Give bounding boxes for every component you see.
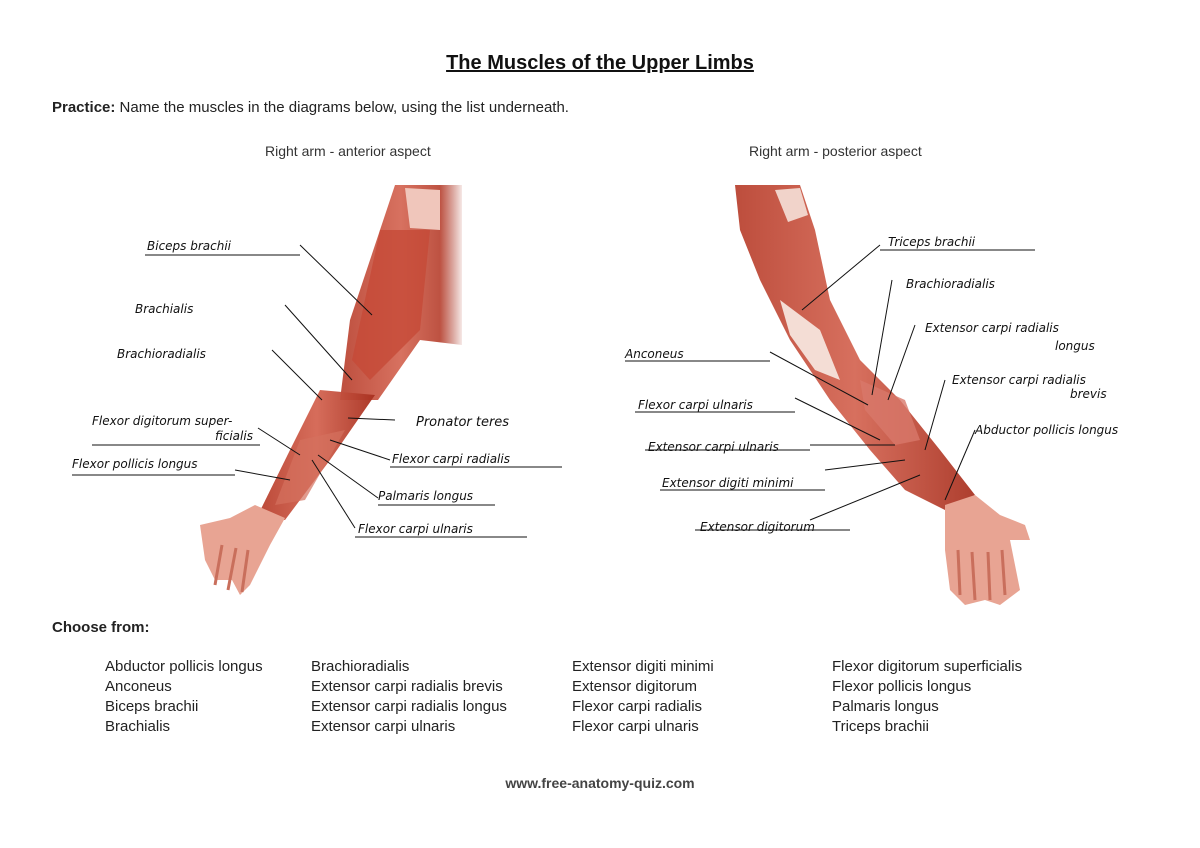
post-label-ecu: Extensor carpi ulnaris xyxy=(648,440,779,454)
list-item: Palmaris longus xyxy=(832,698,939,715)
list-item: Brachialis xyxy=(105,718,171,735)
post-label-brachioradialis: Brachioradialis xyxy=(906,277,995,291)
posterior-caption: Right arm - posterior aspect xyxy=(749,143,922,159)
post-label-edm: Extensor digiti minimi xyxy=(662,476,794,490)
practice-text: Name the muscles in the diagrams below, … xyxy=(119,99,569,116)
ant-label-palmaris: Palmaris longus xyxy=(378,489,473,503)
post-label-ecrl-1: Extensor carpi radialis xyxy=(925,321,1059,335)
ant-label-fds-2: ficialis xyxy=(215,429,253,443)
post-label-fcu: Flexor carpi ulnaris xyxy=(638,398,753,412)
anterior-leader-lines xyxy=(72,244,562,538)
choose-column-1: Abductor pollicis longus Anconeus Biceps… xyxy=(105,657,263,737)
page-title: The Muscles of the Upper Limbs xyxy=(446,52,754,74)
ant-label-brachialis: Brachialis xyxy=(135,302,193,316)
ant-label-fcr: Flexor carpi radialis xyxy=(392,452,510,466)
list-item: Flexor carpi ulnaris xyxy=(572,718,699,735)
post-label-triceps: Triceps brachii xyxy=(888,235,976,249)
choose-column-4: Flexor digitorum superficialis Flexor po… xyxy=(832,657,1022,737)
list-item: Flexor carpi radialis xyxy=(572,698,703,715)
list-item: Flexor digitorum superficialis xyxy=(832,658,1023,675)
list-item: Anconeus xyxy=(105,678,172,695)
anterior-labels: Biceps brachii Brachialis Brachioradiali… xyxy=(72,239,510,536)
post-label-ed: Extensor digitorum xyxy=(700,520,815,534)
post-label-ecrb-1: Extensor carpi radialis xyxy=(952,373,1086,387)
choose-from-heading: Choose from: xyxy=(52,619,150,636)
ant-label-biceps: Biceps brachii xyxy=(147,239,232,253)
list-item: Brachioradialis xyxy=(311,658,410,675)
list-item: Abductor pollicis longus xyxy=(105,658,263,675)
choose-column-2: Brachioradialis Extensor carpi radialis … xyxy=(311,657,507,737)
posterior-labels: Triceps brachii Brachioradialis Extensor… xyxy=(624,235,1118,534)
footer-url: www.free-anatomy-quiz.com xyxy=(505,775,695,791)
anterior-caption: Right arm - anterior aspect xyxy=(265,143,431,159)
ant-label-fds-1: Flexor digitorum super- xyxy=(92,414,232,428)
list-item: Extensor carpi radialis longus xyxy=(311,698,507,715)
list-item: Flexor pollicis longus xyxy=(832,678,972,695)
choose-column-3: Extensor digiti minimi Extensor digitoru… xyxy=(572,657,714,737)
post-label-ecrb-2: brevis xyxy=(1070,387,1107,401)
ant-label-fpl: Flexor pollicis longus xyxy=(72,457,198,471)
post-label-ecrl-2: longus xyxy=(1055,339,1095,353)
ant-label-fcu: Flexor carpi ulnaris xyxy=(358,522,473,536)
ant-label-brachioradialis: Brachioradialis xyxy=(117,347,206,361)
anterior-arm-illustration xyxy=(200,185,465,595)
post-label-apl: Abductor pollicis longus xyxy=(974,423,1118,437)
list-item: Extensor carpi ulnaris xyxy=(311,718,456,735)
practice-instructions: Practice: Name the muscles in the diagra… xyxy=(52,99,569,116)
list-item: Extensor digiti minimi xyxy=(572,658,714,675)
list-item: Extensor carpi radialis brevis xyxy=(311,678,503,695)
posterior-leader-lines xyxy=(625,244,1035,531)
post-label-anconeus: Anconeus xyxy=(624,347,684,361)
posterior-arm-illustration xyxy=(735,185,1030,605)
practice-label: Practice: xyxy=(52,99,116,116)
list-item: Triceps brachii xyxy=(832,718,929,735)
list-item: Extensor digitorum xyxy=(572,678,698,695)
list-item: Biceps brachii xyxy=(105,698,199,715)
ant-label-pronator: Pronator teres xyxy=(416,415,509,430)
